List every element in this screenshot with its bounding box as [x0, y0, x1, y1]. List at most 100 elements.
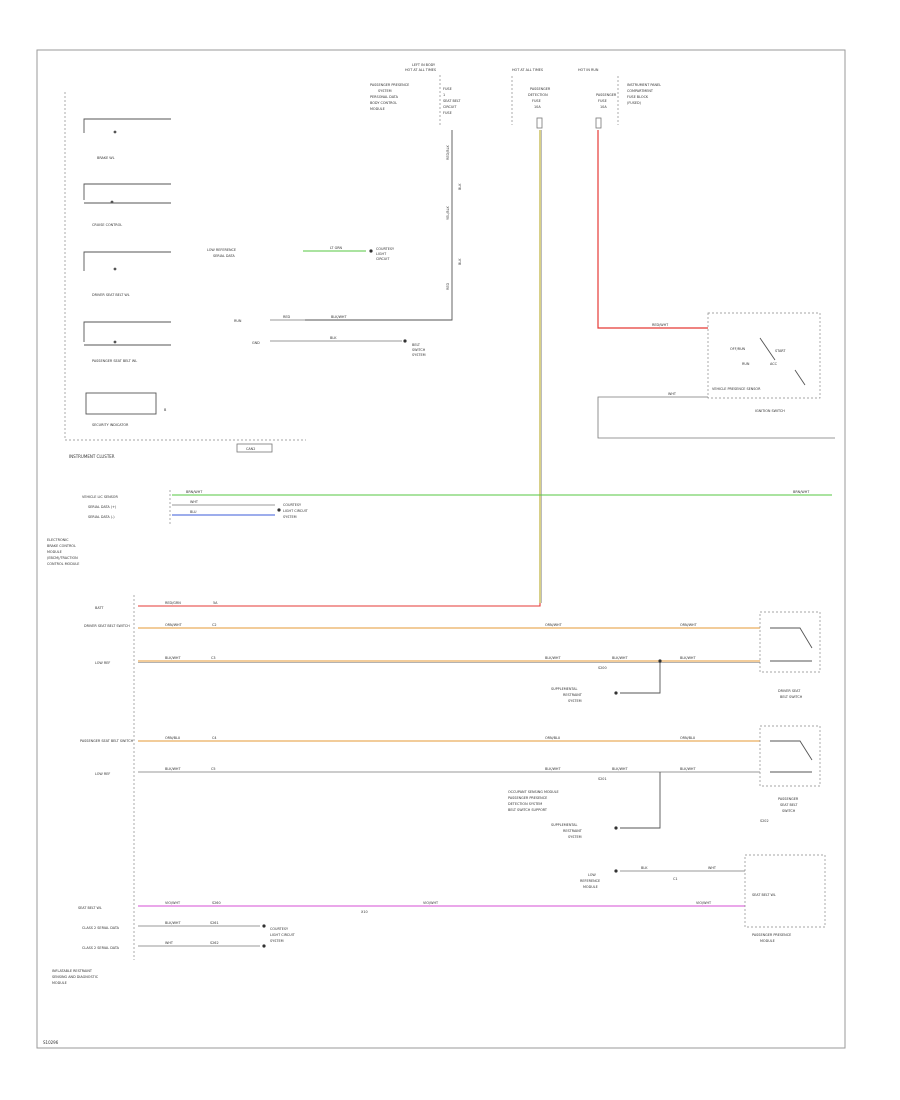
- ebcm-tag-1: BRN/WHT: [186, 490, 203, 494]
- bottom-dest-dot-1: [262, 924, 266, 928]
- module-title-1: INFLATABLE RESTRAINT: [52, 969, 93, 973]
- pp-module-box: [744, 854, 826, 928]
- security-indicator-label: SECURITY INDICATOR: [92, 423, 129, 427]
- bottom-code-1: S260: [212, 901, 221, 905]
- wire1-color: RED: [283, 315, 290, 319]
- passenger-belt-wl-label: PASSENGER SEAT BELT WL: [92, 359, 137, 363]
- security-box-terminal: B: [164, 408, 167, 412]
- cruise-wl-label: CRUISE CONTROL: [92, 223, 122, 227]
- top-left-group-2: HOT AT ALL TIMES: [405, 68, 436, 72]
- gnd-left-sub: SERIAL DATA: [213, 254, 235, 258]
- right-fuse-icon: [595, 117, 602, 129]
- driver-tag: ORN/WHT: [165, 623, 183, 627]
- mid-connections: LOW REFERENCE SERIAL DATA LT GRN COURTES…: [207, 246, 426, 357]
- pp-tag-2: WHT: [708, 866, 717, 870]
- green-stub-end: [369, 249, 373, 253]
- ebcm-dest-2: LIGHT CIRCUIT: [283, 509, 309, 513]
- ebcm-row-3: SERIAL DATA (-): [88, 515, 115, 519]
- bottom-dest-3: SYSTEM: [270, 939, 284, 943]
- passenger-tag-2: ORN/BLU: [545, 736, 561, 740]
- bottom-dest-dot-2: [262, 944, 266, 948]
- bottom-section: SEAT BELT WL VIO/WHT S260 X10 VIO/WHT VI…: [52, 854, 826, 985]
- ebcm-green-end: BRN/WHT: [793, 490, 810, 494]
- ign-line-2: START: [775, 349, 786, 353]
- row-label-driver: DRIVER SEAT BELT SWITCH: [84, 624, 130, 628]
- green-dest-2: LIGHT: [376, 252, 387, 256]
- ign-title: IGNITION SWITCH: [755, 409, 785, 413]
- passenger-switch-3: SWITCH: [782, 809, 796, 813]
- lowref1-tag-4: BLK/WHT: [680, 656, 696, 660]
- ign-ground-line: [597, 396, 835, 439]
- panel-line-3: FUSE BLOCK: [627, 95, 649, 99]
- wire2-color: BLK: [330, 336, 337, 340]
- pp-module-1: PASSENGER PRESENCE: [752, 933, 791, 937]
- bottom-row-3: CLASS 2 SERIAL DATA: [82, 946, 120, 950]
- ign-line-4: ACC: [770, 362, 778, 366]
- driver-belt-wl-label: DRIVER SEAT BELT WL: [92, 293, 130, 297]
- module-title-2: SENSING AND DIAGNOSTIC: [52, 975, 99, 979]
- wire1-label: RUN: [234, 319, 242, 323]
- lowref2-tag: BLK/WHT: [165, 767, 181, 771]
- top-right-line-1: PASSENGER: [596, 93, 617, 97]
- green-dest-3: CIRCUIT: [376, 257, 390, 261]
- pp-line-3: MODULE: [583, 885, 598, 889]
- green-dest-1: COURTESY: [376, 247, 395, 251]
- wire2-dest-2: SWITCH: [412, 348, 426, 352]
- row-label-batt: BATT: [95, 606, 104, 610]
- top-left-line-3: PERSONAL DATA: [370, 95, 399, 99]
- ignition-switch: OFF/RUN START RUN ACC VEHICLE PRESENCE S…: [597, 312, 835, 439]
- dest-a-dot: [614, 691, 618, 695]
- passenger-switch-box: [759, 725, 821, 787]
- pp-module-2: MODULE: [760, 939, 775, 943]
- wire2-dest-1: BELT: [412, 343, 421, 347]
- module-title-3: MODULE: [52, 981, 67, 985]
- driver-tag-2: ORN/WHT: [545, 623, 563, 627]
- top-left-line-4: BODY CONTROL: [370, 101, 397, 105]
- lowref2-id: S201: [598, 777, 607, 781]
- driver-code: C2: [212, 623, 217, 627]
- ebcm-module: VEHICLE LIC SENSOR SERIAL DATA (+) SERIA…: [47, 490, 832, 566]
- bottom-code-2: S261: [210, 921, 219, 925]
- splice-b: [620, 772, 661, 829]
- wire2-end: [403, 339, 407, 343]
- fuse-left-2: 1: [443, 93, 445, 97]
- footer-code: S10296: [43, 1040, 59, 1045]
- panel-line-2: COMPARTMENT: [627, 89, 654, 93]
- wire2-dest-3: SYSTEM: [412, 353, 426, 357]
- driver-tag-3: ORN/WHT: [680, 623, 698, 627]
- bottom-tag-3: WHT: [165, 941, 174, 945]
- note-1: OCCUPANT SENSING MODULE: [508, 790, 559, 794]
- ign-sub: VEHICLE PRESENCE SENSOR: [712, 387, 761, 391]
- lowref1-tag-3: BLK/WHT: [612, 656, 628, 660]
- lowref1-id: S200: [598, 666, 607, 670]
- bulb-cruise: [83, 183, 171, 200]
- ign-line-3: RUN: [742, 362, 750, 366]
- top-right-line-3: 10A: [600, 105, 607, 109]
- top-center-line-4: 10A: [534, 105, 541, 109]
- splice-a-dot: [658, 659, 662, 663]
- fuse-left-5: FUSE: [443, 111, 452, 115]
- ign-line-1: OFF/RUN: [730, 347, 746, 351]
- top-center-line-1: PASSENGER: [530, 87, 551, 91]
- pp-tag-1: BLK: [641, 866, 648, 870]
- passenger-belt-wl-icon: [113, 340, 117, 344]
- panel-line-4: (FUSED): [627, 101, 642, 105]
- top-center-line-3: FUSE: [532, 99, 541, 103]
- wire2-label: GND: [252, 341, 260, 345]
- cluster-title: INSTRUMENT CLUSTER: [69, 454, 115, 459]
- row-label-lowref-1: LOW REF: [95, 661, 110, 665]
- fuse-left-4: CIRCUIT: [443, 105, 457, 109]
- panel-line-1: INSTRUMENT PANEL: [627, 83, 661, 87]
- driver-switch-1: DRIVER SEAT: [778, 689, 801, 693]
- vertical-wires: RED/BLK BLK YEL/BLK BLK RED: [305, 130, 708, 603]
- brake-wl-icon: [113, 130, 117, 134]
- lower-module: BATT RED/GRN 5A DRIVER SEAT BELT SWITCH …: [80, 595, 821, 960]
- lowref1-tag-2: BLK/WHT: [545, 656, 561, 660]
- gnd-left-label: LOW REFERENCE: [207, 248, 236, 252]
- row-id-2: S202: [760, 819, 769, 823]
- lowref1-tag: BLK/WHT: [165, 656, 181, 660]
- dest-b-1: SUPPLEMENTAL: [551, 823, 577, 827]
- ebcm-title-1: ELECTRONIC: [47, 538, 69, 542]
- bottom-tag-1b: VIO/WHT: [696, 901, 712, 905]
- right-red-wire: [597, 130, 708, 329]
